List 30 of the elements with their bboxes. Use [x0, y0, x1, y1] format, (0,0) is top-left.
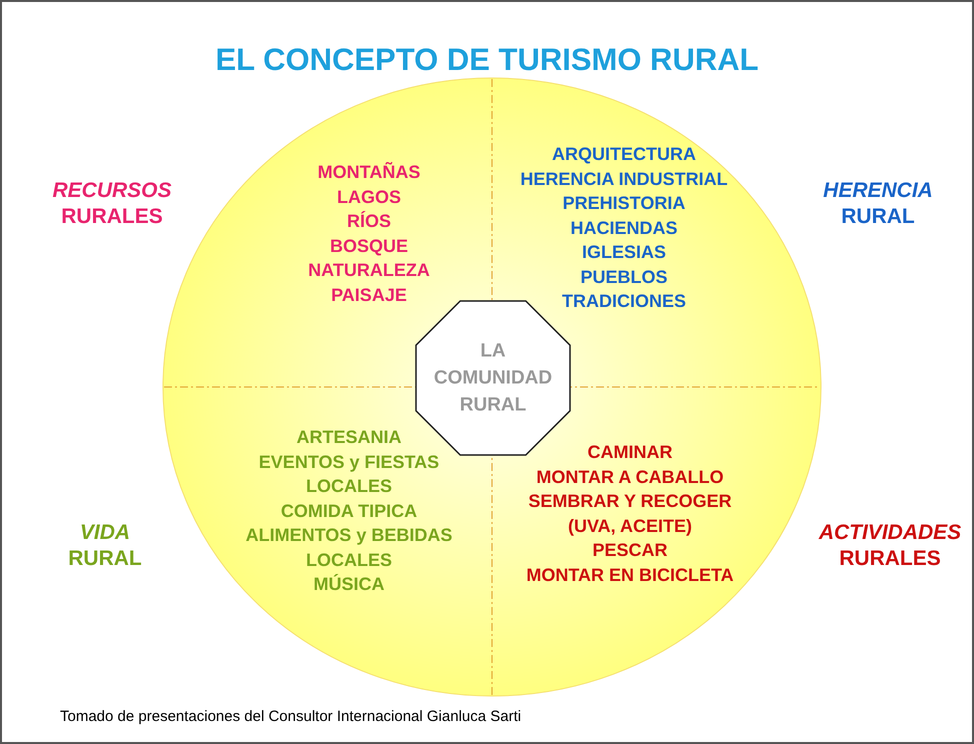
node-label: LA COMUNIDAD RURAL	[432, 340, 554, 418]
list-item: MONTAR A CABALLO	[536, 466, 724, 488]
list-item: PREHISTORIA	[562, 192, 686, 215]
category-label: RECURSOS RURALES	[51, 178, 173, 230]
list-item: MONTAR EN BICICLETA	[526, 564, 734, 586]
list-item: PUEBLOS	[580, 266, 668, 288]
list-item: ARTESANIA	[296, 426, 402, 449]
category-label: VIDA RURAL	[67, 520, 143, 572]
list-item: CAMINAR	[588, 441, 672, 464]
list-item: PAISAJE	[331, 284, 407, 306]
list-item: NATURALEZA	[308, 259, 430, 282]
category-label: ACTIVIDADES RURALES	[818, 520, 962, 572]
list-item: HACIENDAS	[570, 216, 678, 240]
list-item: COMIDA TIPICA	[280, 500, 418, 522]
list-item: MONTAÑAS	[318, 161, 420, 184]
list-item: ALIMENTOS y BEBIDAS LOCALES	[244, 524, 454, 572]
diagram-title: EL CONCEPTO DE TURISMO RURAL	[214, 42, 760, 78]
list-item: ARQUITECTURA	[552, 143, 696, 166]
category-label: HERENCIA RURAL	[822, 178, 934, 230]
list-item: LAGOS	[336, 186, 401, 208]
list-item: TRADICIONES	[562, 290, 686, 313]
list-item: SEMBRAR Y RECOGER (UVA, ACEITE)	[527, 490, 733, 538]
source-caption: Tomado de presentaciones del Consultor Internacional Gianluca Sarti	[60, 708, 522, 725]
list-item: PESCAR	[592, 539, 668, 562]
list-item: EVENTOS y FIESTAS LOCALES	[258, 450, 440, 498]
list-item: RÍOS	[346, 210, 391, 233]
list-item: HERENCIA INDUSTRIAL	[520, 168, 728, 190]
list-item: IGLESIAS	[582, 241, 666, 264]
list-item: BOSQUE	[330, 234, 408, 258]
list-item: MÚSICA	[314, 573, 384, 596]
